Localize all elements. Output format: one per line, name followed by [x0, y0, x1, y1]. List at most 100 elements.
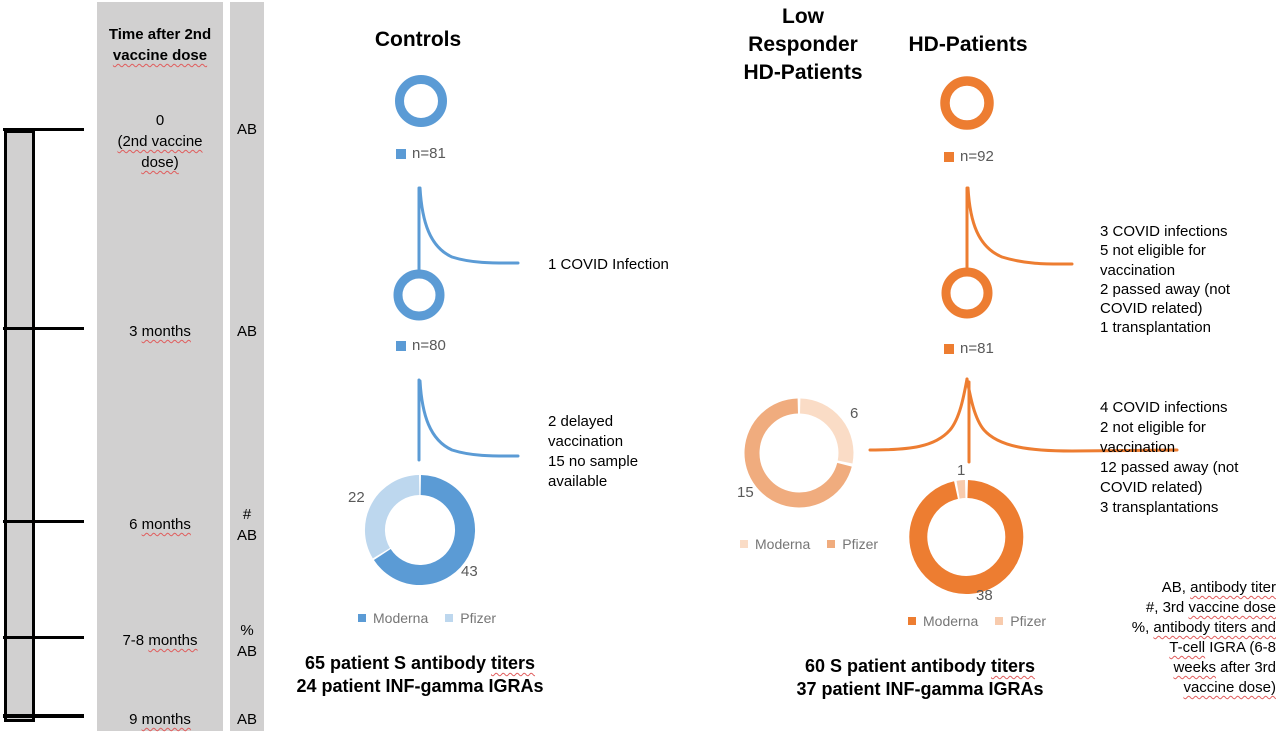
- low-responder-donut-legend: Moderna Pfizer: [740, 536, 878, 552]
- low-responder-donut-moderna-segment: [799, 398, 854, 464]
- controls-legend-pfizer: Pfizer: [460, 610, 497, 626]
- hd-dropout1-l1: 3 COVID infections: [1100, 223, 1228, 240]
- hd-dropout1-text: 3 COVID infections 5 not eligible for va…: [1100, 222, 1230, 338]
- controls-donut-moderna-segment: [373, 475, 476, 585]
- key-l3-sq: antibody titers and: [1153, 619, 1276, 636]
- legend-marker-icon: [396, 148, 406, 159]
- time-0-note2: dose): [141, 154, 179, 171]
- hd-legend-pfizer: Pfizer: [1010, 613, 1047, 629]
- controls-donut-pfizer-value: 22: [348, 489, 365, 506]
- marker-3mo: AB: [230, 321, 264, 342]
- low-responder-donut-moderna-value: 6: [850, 405, 859, 422]
- hd-legend-moderna: Moderna: [923, 613, 979, 629]
- time-9-num: 9: [129, 711, 138, 728]
- key-l5-post: after 3rd: [1215, 659, 1276, 676]
- controls-donut-pfizer-segment: [365, 475, 420, 559]
- hd-split-curve-left: [868, 377, 969, 452]
- moderna-legend-marker-icon: [358, 614, 366, 622]
- hd-n1-legend: n=92: [944, 148, 994, 165]
- abbreviation-key: AB, antibody titer #, 3rd vaccine dose %…: [1078, 578, 1276, 698]
- marker-9mo: AB: [230, 709, 264, 730]
- time-9-unit: months: [141, 711, 191, 728]
- timeline-bracket-bar: [4, 130, 35, 722]
- timeline-row-78mo: 7-8 months: [97, 630, 223, 651]
- controls-dropout2-l4: available: [548, 473, 608, 490]
- pfizer-legend-marker-icon: [827, 540, 836, 548]
- hd-cohort-ring-1: [940, 76, 994, 130]
- legend-marker-icon: [944, 343, 954, 354]
- time-6-num: 6: [129, 516, 138, 533]
- time-78-unit: months: [148, 632, 198, 649]
- low-responder-legend-moderna: Moderna: [755, 536, 811, 552]
- timeline-tick-0: [3, 128, 84, 131]
- low-responder-donut-pfizer-value: 15: [737, 484, 754, 501]
- timeline-row-3mo: 3 months: [97, 321, 223, 342]
- time-3-num: 3: [129, 323, 138, 340]
- controls-cohort-ring-1: [395, 75, 447, 127]
- key-l4: T-cell IGRA (6-8: [1078, 638, 1276, 658]
- hd-dropout1-l4: 2 passed away (not: [1100, 280, 1231, 298]
- controls-title: Controls: [374, 28, 462, 51]
- hd-n2-label: n=81: [960, 340, 994, 357]
- controls-summary: 65 patient S antibody titers 24 patient …: [270, 652, 570, 698]
- controls-dropout-curve-2: [418, 379, 520, 458]
- low-responder-title-l1: Low: [782, 5, 824, 28]
- marker-78-pct: %: [240, 622, 254, 639]
- timeline-column: [97, 2, 223, 731]
- hd-dropout2-l3: vaccination: [1100, 439, 1176, 456]
- controls-summary-l1-pre: 65 patient S antibody: [304, 653, 491, 673]
- key-l6: vaccine dose): [1078, 678, 1276, 698]
- hd-dropout1-l3: vaccination: [1100, 261, 1176, 279]
- key-l1-sq: antibody titer: [1190, 579, 1276, 596]
- moderna-legend-marker-icon: [740, 540, 748, 548]
- hd-split-curve-right: [965, 377, 1179, 453]
- hd-donut-moderna-value: 38: [976, 587, 993, 604]
- timeline-header-line1: Time after 2nd: [108, 26, 212, 43]
- hd-cohort-ring-2: [941, 267, 993, 319]
- marker-9-ab: AB: [236, 711, 257, 728]
- key-l6-sq: vaccine dose): [1183, 679, 1276, 696]
- time-6-unit: months: [141, 516, 191, 533]
- key-l4-post: IGRA (6-8: [1205, 639, 1276, 656]
- key-l2-pre: #, 3rd: [1145, 599, 1189, 616]
- hd-summary-l1-pre: 60 S patient antibody: [804, 656, 991, 676]
- timeline-tick-6mo: [3, 520, 84, 523]
- key-l1-pre: AB,: [1161, 579, 1191, 596]
- controls-legend-moderna: Moderna: [373, 610, 429, 626]
- hd-summary-l2: 37 patient INF-gamma IGRAs: [796, 679, 1044, 699]
- hd-summary: 60 S patient antibody titers 37 patient …: [770, 655, 1070, 701]
- time-3-unit: months: [141, 323, 191, 340]
- moderna-legend-marker-icon: [908, 617, 916, 625]
- hd-dropout2-l4: 12 passed away (not: [1100, 459, 1239, 476]
- marker-6-hash: #: [242, 506, 252, 523]
- timeline-row-6mo: 6 months: [97, 514, 223, 535]
- controls-n1-legend: n=81: [396, 145, 446, 162]
- controls-donut-moderna-value: 43: [461, 563, 478, 580]
- hd-dropout1-l5: COVID related): [1100, 300, 1203, 318]
- legend-marker-icon: [396, 340, 406, 351]
- hd-summary-l1-sq: titers: [991, 656, 1036, 676]
- hd-dropout2-l1: 4 COVID infections: [1100, 399, 1228, 416]
- low-responder-donut-pfizer-segment: [744, 398, 852, 508]
- hd-dropout-curve-1: [966, 186, 1074, 266]
- marker-column: [230, 2, 264, 731]
- controls-dropout2-text: 2 delayed vaccination 15 no sample avail…: [548, 412, 638, 492]
- hd-summary-l1: 60 S patient antibody titers: [770, 655, 1070, 678]
- low-responder-legend-pfizer: Pfizer: [842, 536, 879, 552]
- marker-78mo: % AB: [230, 620, 264, 662]
- time-0: 0: [155, 112, 165, 129]
- time-78-num: 7-8: [122, 632, 145, 649]
- key-l1: AB, antibody titer: [1078, 578, 1276, 598]
- pfizer-legend-marker-icon: [995, 617, 1004, 625]
- hd-donut-pfizer-value: 1: [957, 462, 966, 479]
- controls-dropout2-l1: 2 delayed: [548, 413, 614, 430]
- hd-patients-title: HD-Patients: [908, 33, 1028, 56]
- key-l5: weeks after 3rd: [1078, 658, 1276, 678]
- key-l2-sq: vaccine dose: [1188, 599, 1276, 616]
- pfizer-legend-marker-icon: [445, 614, 454, 622]
- controls-cohort-ring-2: [393, 269, 445, 321]
- time-0-note1: (2nd vaccine: [117, 133, 203, 150]
- hd-dropout1-l2: 5 not eligible for: [1100, 242, 1206, 260]
